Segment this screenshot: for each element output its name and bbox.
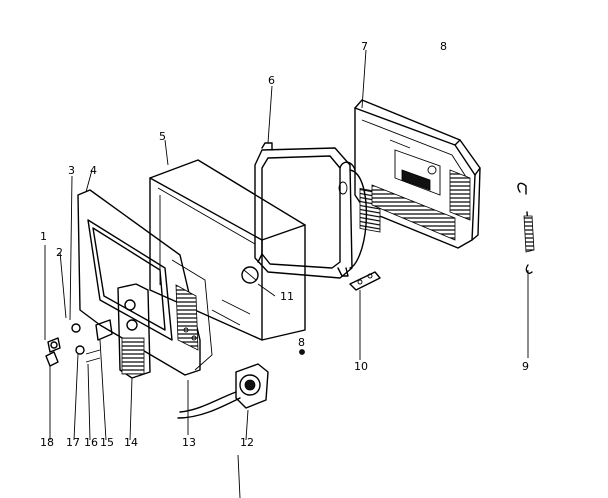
antenna-part <box>517 182 535 274</box>
callout-10: 10 <box>354 360 368 373</box>
callout-1: 1 <box>40 230 47 243</box>
bracket-part <box>349 271 381 291</box>
callout-9: 9 <box>522 360 529 373</box>
small-hardware-parts <box>45 319 305 367</box>
speaker-part <box>177 363 269 419</box>
callout-5: 5 <box>159 130 166 143</box>
callout-11: 11 <box>280 290 294 303</box>
callout-2: 2 <box>56 246 63 259</box>
front-bezel-part <box>77 189 213 376</box>
control-panel-part <box>117 283 151 379</box>
callout-8: 8 <box>440 40 447 53</box>
callout-6: 6 <box>268 74 275 87</box>
callout-13: 13 <box>182 436 196 449</box>
leader-lines <box>44 49 529 498</box>
rear-cabinet-part <box>354 99 481 249</box>
callout-3: 3 <box>68 164 75 177</box>
callout-8b: 8 <box>298 336 305 349</box>
callout-16: 16 <box>84 436 98 449</box>
callout-4: 4 <box>90 164 97 177</box>
callout-18: 18 <box>40 436 54 449</box>
callout-17: 17 <box>66 436 80 449</box>
main-cabinet-part <box>149 159 306 341</box>
picture-tube-part <box>254 142 368 279</box>
callout-12: 12 <box>240 436 254 449</box>
callout-15: 15 <box>100 436 114 449</box>
callout-7: 7 <box>361 40 368 53</box>
callout-14: 14 <box>124 436 138 449</box>
callout-labels: 7 8 6 5 3 4 2 11 8 10 9 12 13 14 15 16 1… <box>40 40 529 449</box>
